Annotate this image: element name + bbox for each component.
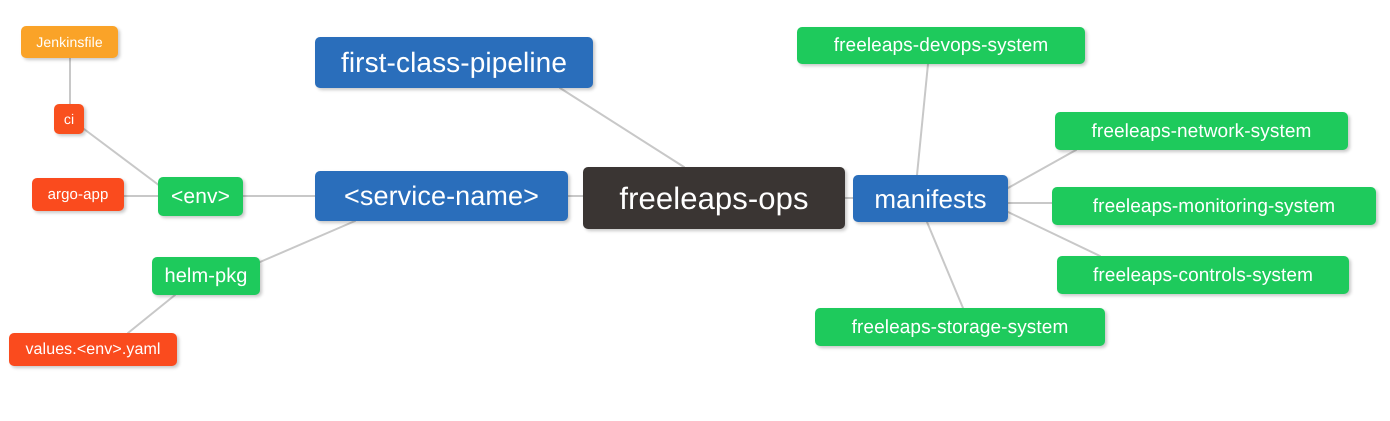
node-label-manifests: manifests [874,183,987,214]
node-freeleaps-ops[interactable]: freeleaps-ops [583,167,845,229]
node-label-env: <env> [171,185,230,208]
node-freeleaps-monitoring-system[interactable]: freeleaps-monitoring-system [1052,187,1376,225]
node-label-jenkinsfile: Jenkinsfile [36,34,103,50]
node-service-name[interactable]: <service-name> [315,171,568,221]
node-helm-pkg[interactable]: helm-pkg [152,257,260,295]
node-freeleaps-devops-system[interactable]: freeleaps-devops-system [797,27,1085,64]
node-label-freeleaps-controls-system: freeleaps-controls-system [1092,264,1314,286]
node-label-freeleaps-ops: freeleaps-ops [619,180,809,216]
node-label-freeleaps-monitoring-system: freeleaps-monitoring-system [1092,195,1336,217]
node-first-class-pipeline[interactable]: first-class-pipeline [315,37,593,88]
node-ci[interactable]: ci [54,104,84,134]
node-label-ci: ci [63,111,75,127]
edge-service-name-to-helm-pkg [259,220,356,263]
node-label-service-name: <service-name> [344,180,539,211]
node-freeleaps-storage-system[interactable]: freeleaps-storage-system [815,308,1105,346]
node-label-first-class-pipeline: first-class-pipeline [340,46,568,78]
node-env[interactable]: <env> [158,177,243,216]
edge-manifests-to-freeleaps-devops-system [916,63,929,176]
node-freeleaps-network-system[interactable]: freeleaps-network-system [1055,112,1348,150]
node-label-freeleaps-storage-system: freeleaps-storage-system [851,316,1069,338]
edge-manifests-to-freeleaps-network-system [1007,149,1077,189]
node-label-freeleaps-network-system: freeleaps-network-system [1091,120,1312,142]
node-label-argo-app: argo-app [47,186,109,203]
node-argo-app[interactable]: argo-app [32,178,124,211]
edge-first-class-pipeline-to-freeleaps-ops [559,87,685,168]
node-label-values-env-yaml: values.<env>.yaml [25,340,161,358]
edge-helm-pkg-to-values-env-yaml [127,294,176,334]
node-freeleaps-controls-system[interactable]: freeleaps-controls-system [1057,256,1349,294]
node-jenkinsfile[interactable]: Jenkinsfile [21,26,118,58]
node-values-env-yaml[interactable]: values.<env>.yaml [9,333,177,366]
node-manifests[interactable]: manifests [853,175,1008,222]
node-label-helm-pkg: helm-pkg [164,265,248,287]
edge-manifests-to-freeleaps-storage-system [926,221,964,309]
node-label-freeleaps-devops-system: freeleaps-devops-system [833,35,1049,56]
